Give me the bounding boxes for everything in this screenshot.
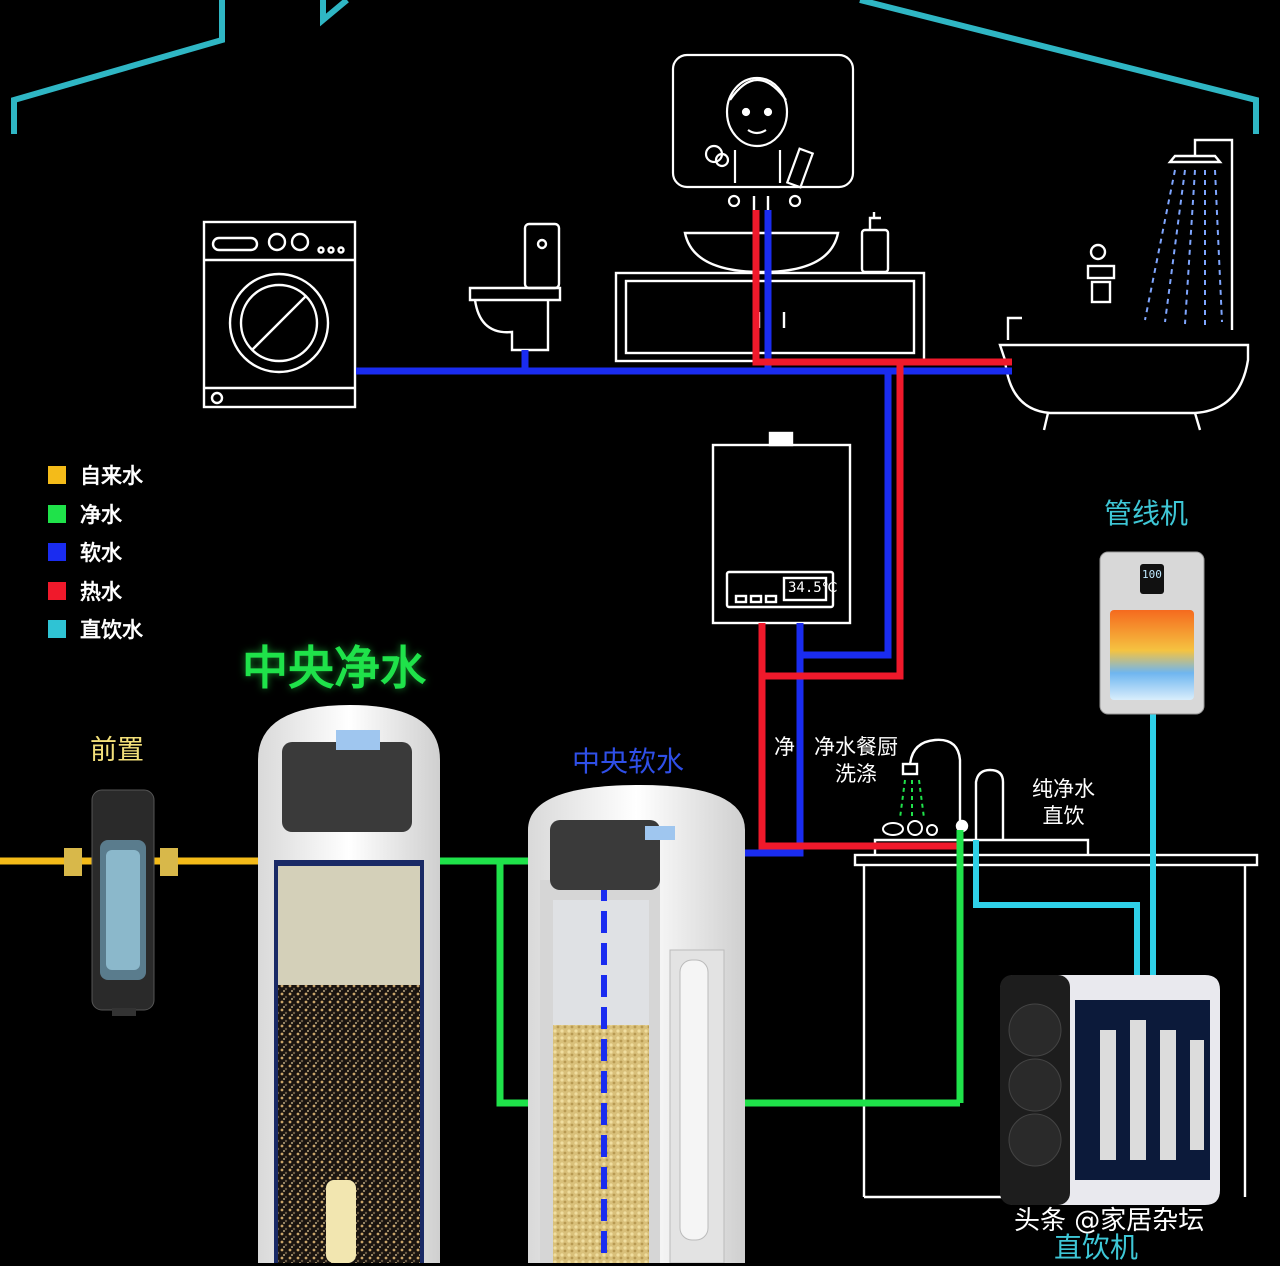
legend-label: 自来水 (80, 464, 143, 489)
legend-item-hot-water: 热水 (48, 572, 143, 611)
roof-outline (11, 0, 1259, 134)
legend-swatch (48, 620, 66, 639)
legend-label: 热水 (80, 579, 122, 604)
bathtub-icon (998, 138, 1250, 431)
legend: 自来水 净水 软水 热水 直饮水 (48, 456, 143, 649)
pipeline-machine-display: 100 (1142, 568, 1162, 581)
central-soften-label: 中央软水 (572, 745, 685, 778)
central-softener-tank (528, 785, 745, 1263)
hot-water-pipes (752, 210, 1012, 850)
kitchen-wash-line-2: 洗涤 (835, 762, 877, 786)
toilet-icon (468, 222, 562, 352)
legend-item-purified-water: 净水 (48, 495, 143, 534)
water-heater-icon (711, 431, 852, 625)
pipeline-machine-device (1099, 551, 1205, 715)
central-purify-title: 中央净水 (242, 641, 426, 695)
pure-drink-line-2: 直饮 (1042, 804, 1085, 828)
pipeline-machine-label: 管线机 (1104, 497, 1189, 530)
direct-drink-machine-label: 直饮机 (1054, 1231, 1139, 1264)
kitchen-faucet-icon (901, 738, 1005, 840)
direct-drinking-machine-device (1000, 975, 1220, 1205)
vegetables-icon (882, 820, 938, 836)
legend-label: 净水 (80, 502, 122, 527)
heater-temperature-display: 34.5℃ (788, 580, 838, 596)
mirror-icon (671, 53, 855, 208)
pure-drink-line-1: 纯净水 (1032, 777, 1095, 801)
watermark: 头条 @家居杂坛 (1014, 1206, 1205, 1236)
central-purifier-tank (258, 705, 440, 1263)
legend-swatch (48, 581, 66, 600)
legend-item-tap-water: 自来水 (48, 456, 143, 495)
kitchen-wash-line-1: 净水餐厨 (814, 735, 898, 759)
kitchen-wash-prefix: 净 (774, 735, 795, 759)
faucet-spray (899, 779, 925, 819)
legend-swatch (48, 504, 66, 523)
prefilter-label: 前置 (90, 735, 144, 766)
kitchen-wash-label: 净水餐厨 洗涤 (814, 734, 898, 788)
legend-swatch (48, 466, 66, 485)
shower-spray (1144, 169, 1223, 326)
legend-item-soft-water: 软水 (48, 533, 143, 572)
washing-machine-icon (202, 220, 357, 409)
pure-drink-label: 纯净水 直饮 (1032, 776, 1095, 830)
legend-label: 直饮水 (80, 618, 143, 643)
prefilter-device (64, 789, 178, 1016)
legend-item-direct-water: 直饮水 (48, 610, 143, 649)
legend-swatch (48, 543, 66, 562)
legend-label: 软水 (80, 541, 122, 566)
